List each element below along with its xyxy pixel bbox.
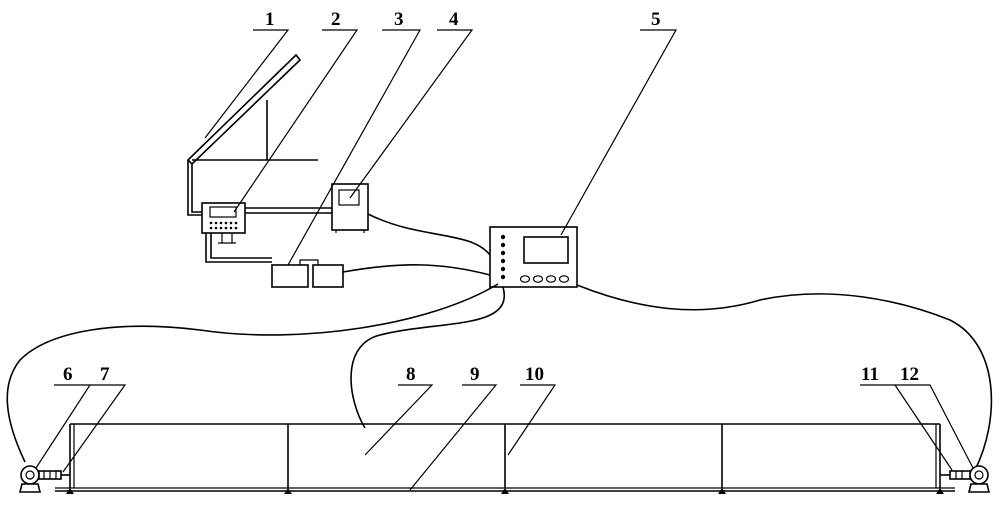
component-7-left-coupling — [38, 470, 70, 480]
label-9: 9 — [470, 364, 480, 385]
label-3: 3 — [394, 9, 404, 30]
label-7: 7 — [100, 364, 110, 385]
component-2-controller — [201, 202, 332, 263]
label-10: 10 — [525, 364, 544, 385]
wiring-cables — [6, 283, 993, 471]
label-6: 6 — [63, 364, 73, 385]
label-1: 1 — [265, 9, 275, 30]
component-6-left-motor — [18, 465, 42, 493]
label-5: 5 — [651, 9, 661, 30]
component-12-right-motor — [967, 465, 991, 493]
label-11: 11 — [861, 364, 879, 385]
component-5-control-box — [489, 226, 578, 288]
label-2: 2 — [331, 9, 341, 30]
label-8: 8 — [406, 364, 416, 385]
leader-lines — [35, 29, 974, 491]
callout-labels: 1 2 3 4 5 6 7 8 9 10 11 12 — [63, 9, 919, 385]
rail-structure — [55, 423, 955, 494]
label-4: 4 — [449, 9, 459, 30]
label-12: 12 — [900, 364, 919, 385]
component-11-right-coupling — [940, 470, 971, 480]
component-4-inverter — [331, 183, 491, 256]
component-1-tilted-panel — [186, 53, 318, 216]
component-3-batteries — [271, 259, 491, 288]
